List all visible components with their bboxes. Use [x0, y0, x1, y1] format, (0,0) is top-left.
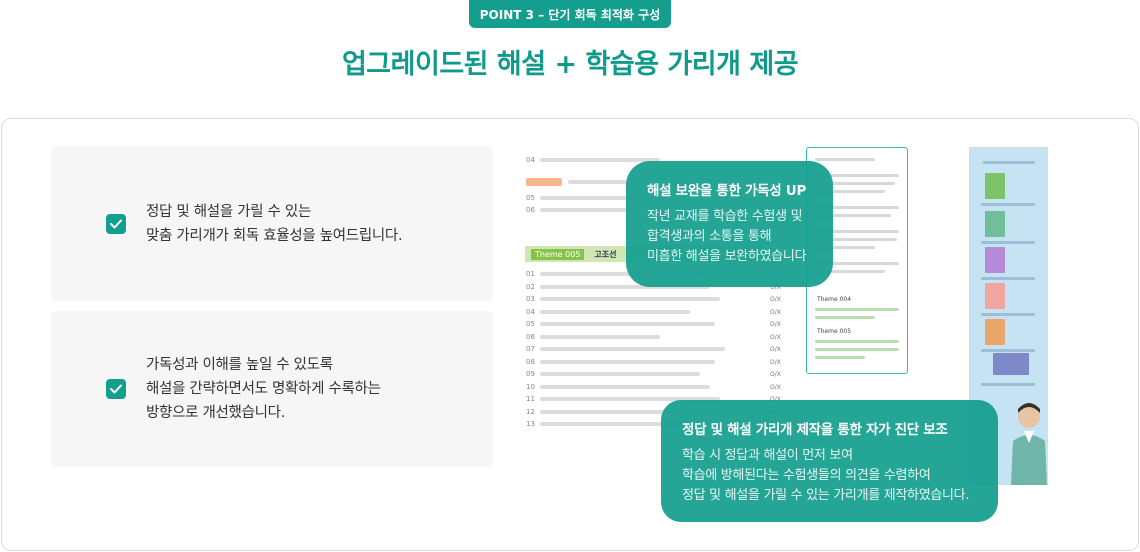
instructor-photo — [1011, 403, 1047, 485]
item-number: 11 — [526, 395, 535, 403]
check-icon — [106, 379, 126, 399]
cover-theme-label: Theme 004 — [817, 296, 852, 303]
text-line — [540, 422, 690, 426]
text-line — [540, 297, 720, 301]
item-number: 03 — [526, 295, 535, 303]
item-number: 04 — [526, 307, 535, 316]
check-icon — [106, 213, 126, 234]
book-cover — [985, 211, 1005, 237]
feature-line: 가독성과 이해를 높일 수 있도록 — [146, 357, 333, 373]
text-line — [540, 284, 710, 289]
ox-marker: O/X — [770, 283, 781, 291]
text-line — [540, 347, 725, 351]
section-chip — [526, 178, 562, 186]
item-number: 02 — [526, 282, 535, 291]
book-cover — [985, 247, 1005, 273]
ox-marker: O/X — [770, 321, 781, 328]
text-line — [540, 384, 710, 389]
callout-line: 학습에 방해된다는 수험생들의 의견을 수렴하여 — [682, 468, 931, 483]
text-line — [540, 359, 715, 364]
callout-title: 해설 보완을 통한 가독성 UP — [647, 183, 807, 199]
text-line — [540, 397, 720, 401]
book-cover — [985, 319, 1005, 345]
theme-name: 고조선 — [594, 249, 617, 259]
text-line — [540, 334, 660, 339]
section-title: 업그레이드된 해설 + 학습용 가리개 제공 — [341, 49, 799, 80]
item-number: 01 — [526, 270, 535, 278]
item-number: 09 — [526, 370, 535, 378]
theme-label: Theme 005 — [531, 248, 585, 260]
ox-marker: O/X — [770, 358, 781, 366]
item-number: 04 — [526, 156, 535, 164]
feature-card: 가독성과 이해를 높일 수 있도록 해설을 간략하면서도 명확하게 수록하는 방… — [51, 311, 493, 467]
ox-marker: O/X — [770, 346, 781, 353]
ox-marker: O/X — [770, 308, 781, 316]
ox-marker: O/X — [770, 396, 781, 403]
item-number: 05 — [526, 194, 535, 202]
self-diagnosis-callout: 정답 및 해설 가리개 제작을 통한 자가 진단 보조 학습 시 정답과 해설이… — [661, 400, 998, 522]
callout-line: 합격생과의 소통을 통해 — [647, 229, 772, 244]
feature-text: 가독성과 이해를 높일 수 있도록 해설을 간략하면서도 명확하게 수록하는 방… — [146, 353, 381, 425]
feature-text: 정답 및 해설을 가릴 수 있는 맞춤 가리개가 회독 효율성을 높여드립니다. — [146, 200, 403, 248]
item-number: 05 — [526, 320, 535, 328]
textbook-preview: 04 05 06 Theme 005 고조선 01O/X02O/X03O/X04… — [522, 146, 812, 456]
book-cover — [985, 173, 1005, 199]
content-panel: 정답 및 해설을 가릴 수 있는 맞춤 가리개가 회독 효율성을 높여드립니다.… — [1, 118, 1139, 551]
text-line — [540, 372, 700, 376]
item-number: 06 — [526, 332, 535, 341]
text-line — [540, 409, 715, 414]
feature-line: 방향으로 개선했습니다. — [146, 405, 286, 421]
ox-marker: O/X — [770, 296, 781, 303]
callout-body: 학습 시 정답과 해설이 먼저 보여 학습에 방해된다는 수험생들의 의견을 수… — [682, 446, 998, 506]
ox-marker: O/X — [770, 333, 781, 341]
callout-title: 정답 및 해설 가리개 제작을 통한 자가 진단 보조 — [682, 422, 948, 438]
text-line — [540, 322, 715, 326]
feature-line: 맞춤 가리개가 회독 효율성을 높여드립니다. — [146, 227, 403, 244]
callout-line: 작년 교재를 학습한 수험생 및 — [647, 209, 803, 224]
book-set — [993, 353, 1029, 375]
cover-theme-label: Theme 005 — [817, 328, 852, 335]
item-number: 13 — [526, 420, 535, 428]
readability-callout: 해설 보완을 통한 가독성 UP 작년 교재를 학습한 수험생 및 합격생과의 … — [626, 161, 833, 287]
callout-body: 작년 교재를 학습한 수험생 및 합격생과의 소통을 통해 미흡한 해설을 보완… — [647, 207, 833, 267]
feature-card: 정답 및 해설을 가릴 수 있는 맞춤 가리개가 회독 효율성을 높여드립니다. — [51, 146, 493, 301]
text-line — [540, 272, 700, 276]
book-cover — [985, 283, 1005, 309]
item-number: 08 — [526, 357, 535, 366]
point-badge: POINT 3 – 단기 회독 최적화 구성 — [469, 0, 671, 28]
ox-marker: O/X — [770, 371, 781, 378]
callout-line: 미흡한 해설을 보완하였습니다 — [647, 249, 807, 264]
text-line — [540, 309, 690, 314]
ox-marker: O/X — [770, 383, 781, 391]
feature-line: 정답 및 해설을 가릴 수 있는 — [146, 203, 311, 220]
item-number: 12 — [526, 407, 535, 416]
feature-line: 해설을 간략하면서도 명확하게 수록하는 — [146, 381, 381, 397]
callout-line: 정답 및 해설을 가릴 수 있는 가리개를 제작하였습니다. — [682, 488, 970, 503]
item-number: 06 — [526, 206, 535, 214]
item-number: 07 — [526, 345, 535, 353]
item-number: 10 — [526, 382, 535, 391]
callout-line: 학습 시 정답과 해설이 먼저 보여 — [682, 448, 853, 463]
